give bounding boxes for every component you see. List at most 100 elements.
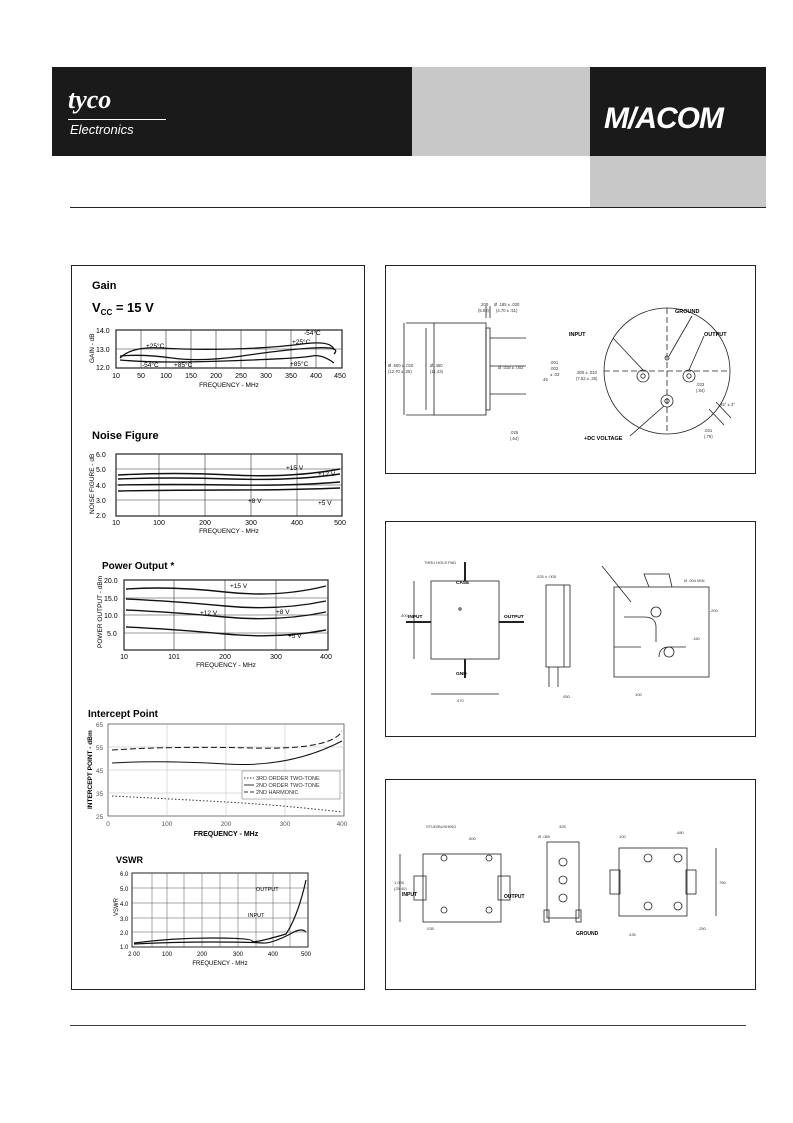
- svg-text:OUTPUT: OUTPUT: [504, 894, 525, 900]
- svg-text:450: 450: [334, 373, 346, 380]
- svg-text:500: 500: [334, 520, 346, 527]
- svg-text:200: 200: [210, 373, 222, 380]
- svg-text:Ø .185 ± .020: Ø .185 ± .020: [494, 302, 520, 307]
- svg-text:100: 100: [153, 520, 165, 527]
- vswr-ylabel: VSWR: [114, 897, 120, 916]
- svg-text:200: 200: [221, 821, 232, 828]
- svg-text:INPUT: INPUT: [569, 332, 586, 338]
- surface-body-top: [430, 580, 500, 660]
- svg-text:1.0: 1.0: [120, 945, 129, 951]
- input-connector: [413, 875, 427, 901]
- svg-text:.480: .480: [676, 830, 685, 835]
- svg-text:Ø .018 ± .002: Ø .018 ± .002: [498, 365, 524, 370]
- vswr-curve-output: [133, 879, 307, 944]
- to8-outline-svg: GROUND INPUT OUTPUT +DC VOLTAGE .200(5.0…: [388, 302, 735, 442]
- svg-text:(4.70 ± .51): (4.70 ± .51): [496, 308, 518, 313]
- svg-text:.500: .500: [468, 836, 477, 841]
- svg-text:Ø .004 MIN: Ø .004 MIN: [684, 578, 705, 583]
- svg-text:.200: .200: [710, 608, 719, 613]
- noise-annotations: +15 V+12 V +8 V+5 V: [248, 465, 336, 507]
- intercept-legend-items: 3RD ORDER TWO-TONE 2ND ORDER TWO-TONE 2N…: [244, 776, 320, 796]
- svg-text:50: 50: [137, 373, 145, 380]
- surface-mount-outline-svg: CASE GND INPUT OUTPUT THRU HOLE PAD Ø .0…: [400, 560, 719, 703]
- svg-text:.300 ± .010: .300 ± .010: [576, 370, 598, 375]
- vswr-curve-input: [133, 929, 307, 945]
- svg-text:4.0: 4.0: [120, 902, 129, 908]
- svg-text:.100: .100: [618, 834, 627, 839]
- svg-text:GROUND: GROUND: [576, 931, 599, 937]
- intercept-point-chart: Intercept Point 3RD ORDER TWO-TONE 2ND O…: [87, 709, 348, 838]
- svg-text:.035: .035: [426, 926, 435, 931]
- connector-body-top: [422, 853, 502, 923]
- gain-title: Gain: [92, 280, 117, 292]
- svg-text:101: 101: [168, 654, 180, 661]
- noise-xlabel: FREQUENCY - MHz: [199, 528, 259, 535]
- svg-text:5.0: 5.0: [120, 887, 129, 893]
- noise-title: Noise Figure: [92, 430, 159, 442]
- vswr-title: VSWR: [116, 855, 144, 865]
- svg-text:4.0: 4.0: [96, 483, 106, 490]
- svg-text:+15 V: +15 V: [230, 583, 248, 590]
- svg-text:200: 200: [199, 520, 211, 527]
- svg-text:400: 400: [268, 952, 279, 958]
- header-rule: [70, 207, 766, 208]
- svg-text:+5 V: +5 V: [318, 500, 332, 507]
- svg-text:300: 300: [260, 373, 272, 380]
- svg-text:+25°C: +25°C: [292, 338, 311, 346]
- power-curve-15v: [125, 585, 327, 595]
- svg-text:2.0: 2.0: [120, 931, 129, 937]
- svg-text:± .03: ± .03: [550, 372, 560, 377]
- svg-text:200: 200: [219, 654, 231, 661]
- svg-text:OUTPUT: OUTPUT: [504, 614, 524, 620]
- connector-body-bottom: [618, 847, 688, 917]
- gain-curve-plus85: [119, 355, 335, 364]
- vswr-xlabel: FREQUENCY - MHz: [192, 961, 247, 967]
- svg-text:45: 45: [96, 768, 104, 775]
- svg-text:STUD/BUSHING: STUD/BUSHING: [426, 824, 456, 829]
- svg-text:10.0: 10.0: [104, 613, 118, 620]
- svg-text:+DC VOLTAGE: +DC VOLTAGE: [584, 436, 623, 442]
- svg-text:300: 300: [270, 654, 282, 661]
- svg-text:(5.08): (5.08): [478, 308, 490, 313]
- svg-text:(25.40): (25.40): [394, 886, 407, 891]
- svg-text:Ø .080: Ø .080: [538, 834, 551, 839]
- svg-text:10: 10: [120, 654, 128, 661]
- svg-text:400: 400: [291, 520, 303, 527]
- to8-dimensions: .200(5.08) Ø .185 ± .020(4.70 ± .51) Ø .…: [388, 302, 735, 441]
- svg-text:.025: .025: [510, 430, 519, 435]
- intercept-ylabel: INTERCEPT POINT - dBm: [87, 730, 94, 809]
- svg-text:.250: .250: [698, 926, 707, 931]
- svg-text:400: 400: [310, 373, 322, 380]
- intercept-xlabel: FREQUENCY - MHz: [194, 831, 259, 838]
- svg-text:+85°C: +85°C: [174, 361, 193, 369]
- svg-text:+85°C: +85°C: [290, 360, 309, 368]
- to8-outline-panel: GROUND INPUT OUTPUT +DC VOLTAGE .200(5.0…: [385, 265, 756, 474]
- svg-text:+15 V: +15 V: [286, 465, 304, 472]
- svg-text:10: 10: [112, 520, 120, 527]
- svg-text:150: 150: [185, 373, 197, 380]
- svg-text:25: 25: [96, 814, 104, 821]
- macom-logo: M/ACOM: [604, 102, 724, 135]
- svg-text:.750: .750: [718, 880, 727, 885]
- svg-text:.002: .002: [550, 366, 559, 371]
- surface-dimensions: THRU HOLE PAD Ø .004 MIN .400 .470 .025 …: [400, 560, 719, 703]
- logo-underline: [68, 119, 166, 120]
- svg-text:Ø .450: Ø .450: [430, 363, 443, 368]
- svg-text:.435: .435: [628, 932, 637, 937]
- power-annotations: +15 V+12 V +8 V+5 V: [200, 583, 302, 640]
- noise-curve-15v: [117, 468, 341, 477]
- connector-body-side: [546, 841, 580, 919]
- power-ylabel: POWER OUTPUT - dBm: [97, 576, 104, 648]
- svg-text:+25°C: +25°C: [146, 342, 165, 350]
- svg-text:Ø .500 ± .010: Ø .500 ± .010: [388, 363, 414, 368]
- svg-text:100: 100: [162, 952, 173, 958]
- svg-text:15.0: 15.0: [104, 596, 118, 603]
- svg-text:65: 65: [96, 722, 104, 729]
- svg-text:6.0: 6.0: [120, 872, 129, 878]
- noise-curve-5v: [117, 487, 341, 492]
